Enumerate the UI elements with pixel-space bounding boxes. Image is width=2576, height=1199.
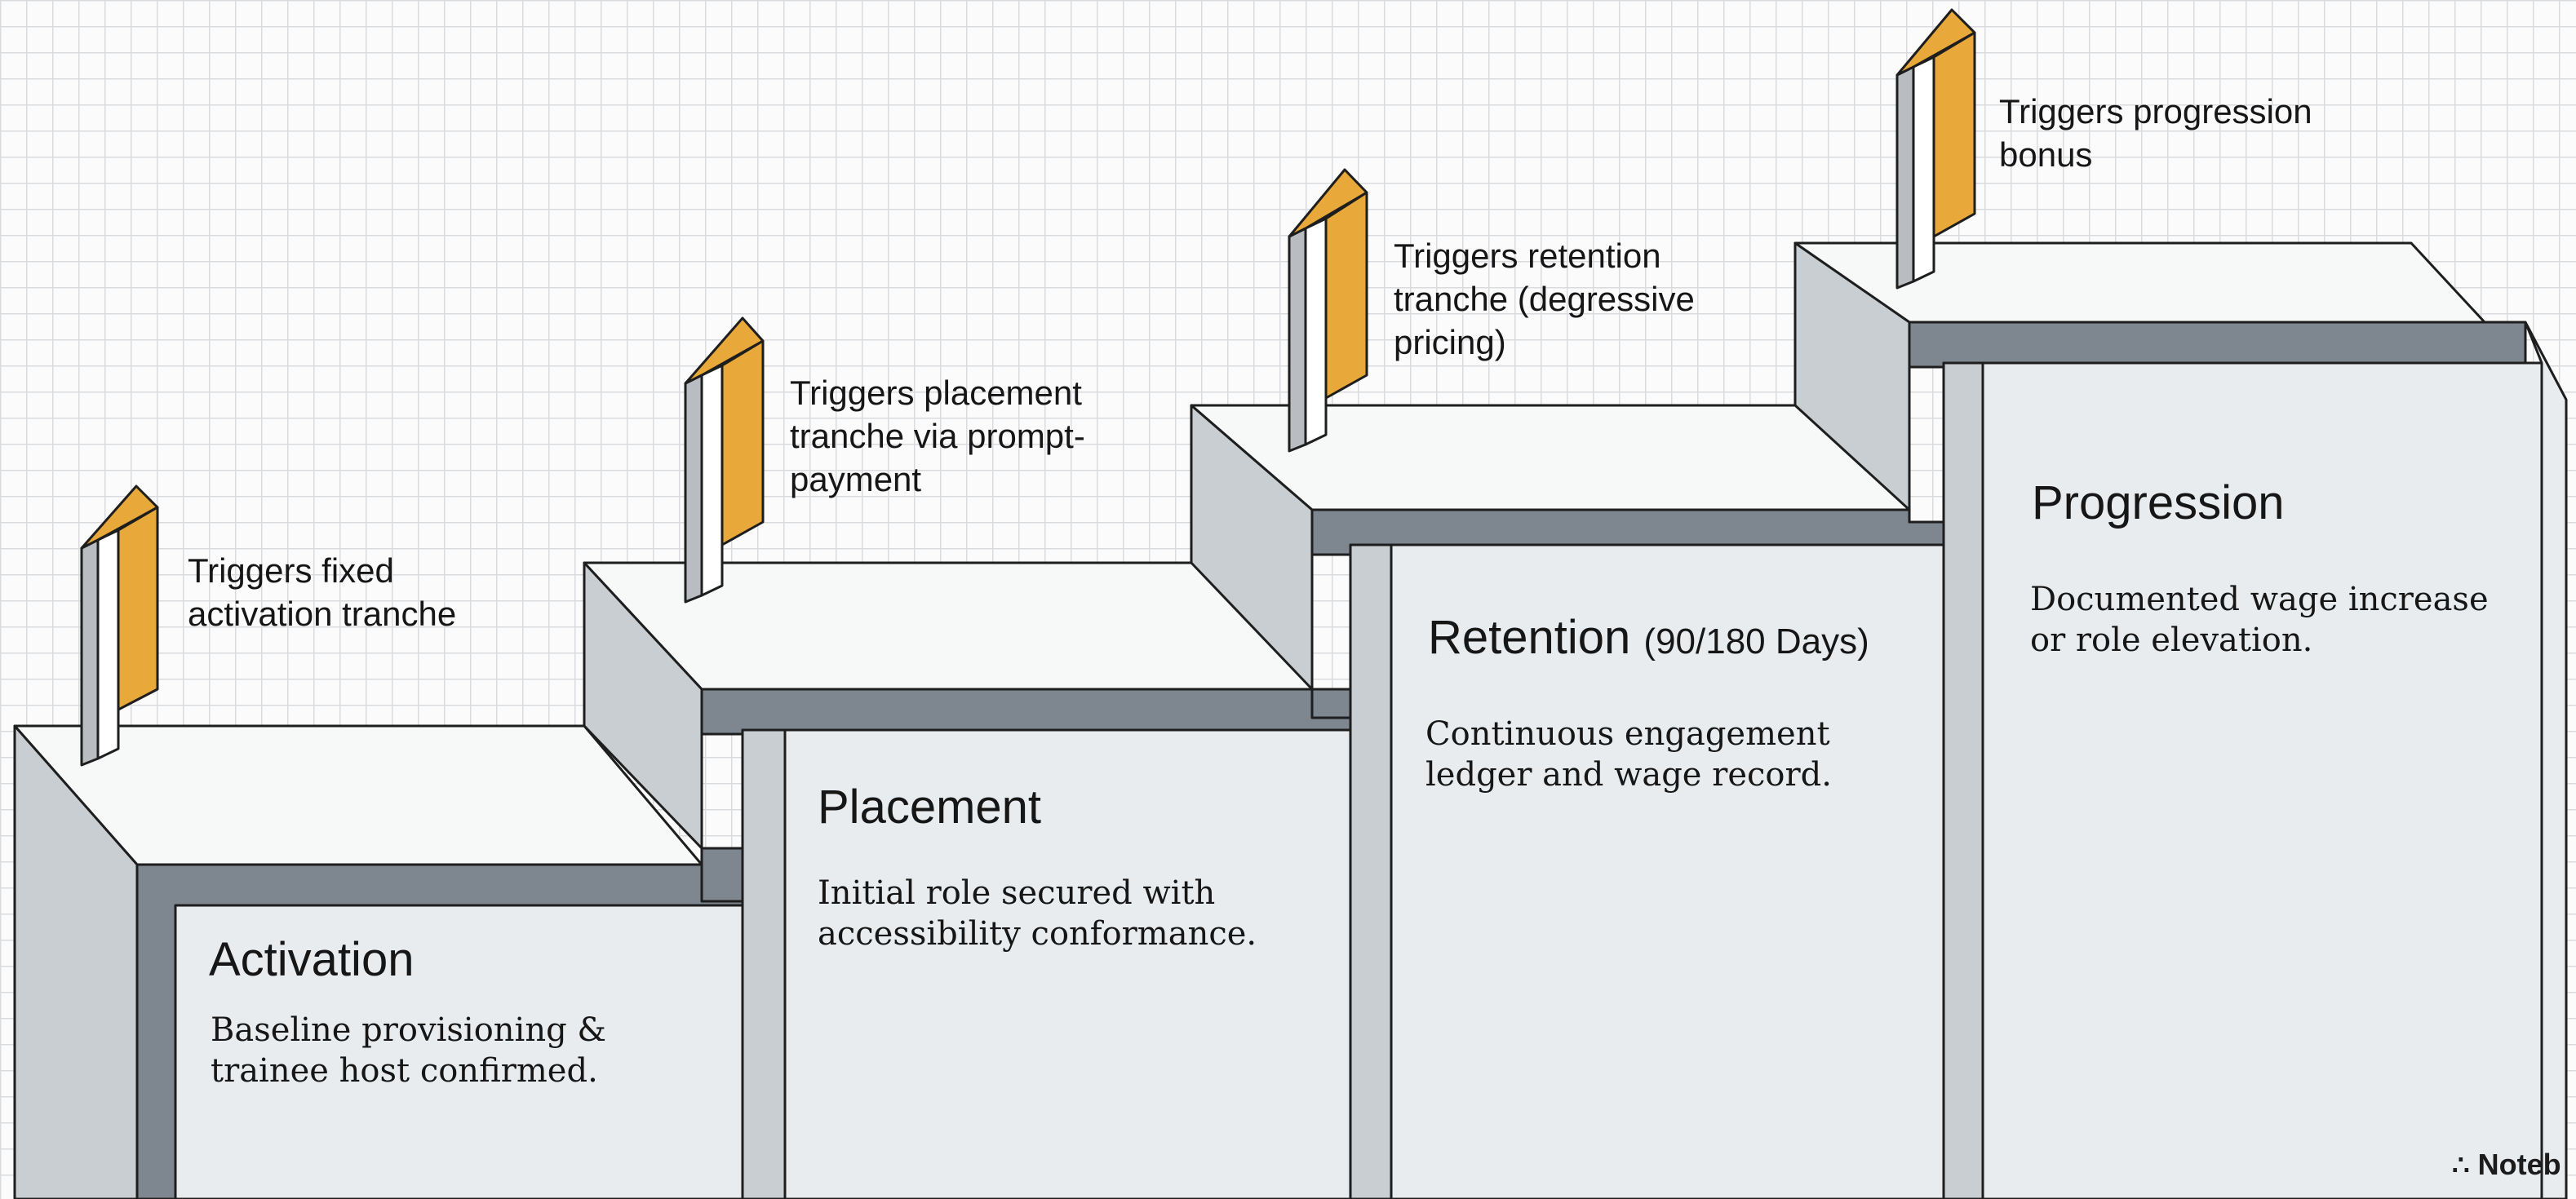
placement-description: Initial role secured with accessibility … [818, 874, 1257, 953]
placement-trigger-label: Triggers placement tranche via prompt-pa… [790, 374, 1085, 498]
flag-marker-icon [684, 316, 765, 604]
retention-title-main: Retention [1428, 611, 1631, 664]
flag-marker-icon [1895, 8, 1976, 290]
activation-title: Activation [209, 933, 415, 986]
retention-title-suffix: (90/180 Days) [1643, 622, 1869, 661]
progression-title: Progression [2032, 476, 2285, 529]
brand-label: Noteb [2477, 1148, 2561, 1181]
brand-watermark: ∴ Noteb [2452, 1148, 2561, 1182]
flag-marker-icon [1288, 168, 1368, 453]
activation-description: Baseline provisioning & trainee host con… [211, 1011, 607, 1090]
notebook-logo-icon: ∴ [2452, 1150, 2470, 1181]
flag-marker-icon [80, 484, 159, 767]
retention-description: Continuous engagement ledger and wage re… [1425, 715, 1832, 794]
activation-trigger-label: Triggers fixed activation tranche [188, 551, 457, 633]
placement-title: Placement [818, 781, 1042, 834]
retention-trigger-label: Triggers retention tranche (degressive p… [1394, 237, 1695, 361]
activation-step-block [13, 724, 744, 1199]
progression-description: Documented wage increase or role elevati… [2030, 581, 2489, 659]
retention-title: Retention (90/180 Days) [1428, 609, 1869, 670]
progression-trigger-label: Triggers progression bonus [1999, 92, 2312, 174]
